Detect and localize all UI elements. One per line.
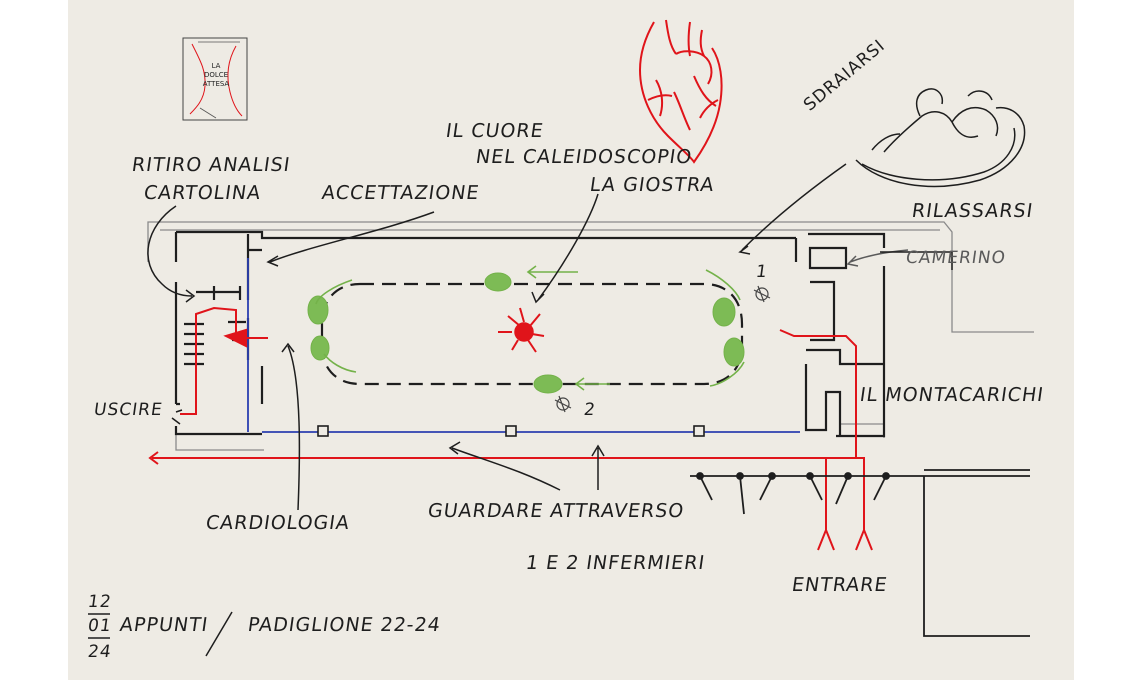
label-guardare-attraverso: GUARDARE ATTRAVERSO — [426, 500, 686, 522]
footer-padiglione: PADIGLIONE 22-24 — [246, 614, 443, 636]
reclining-figure — [855, 88, 1026, 188]
footer-date-year: 24 — [86, 642, 114, 662]
glass-walls — [247, 258, 800, 433]
label-infermieri: 1 e 2 INFERMIERI — [524, 552, 707, 574]
label-la-giostra: LA GIOSTRA — [588, 174, 716, 196]
rotation-arrows — [315, 265, 745, 391]
label-camerino: CAMERINO — [904, 248, 1008, 268]
annotation-leaders — [147, 163, 953, 511]
thumbnail-line-2: DOLCE — [203, 71, 229, 79]
thumbnail-sketch — [182, 37, 248, 121]
label-il-montacarichi: IL MONTACARICHI — [858, 384, 1046, 406]
label-il-cuore: IL CUORE — [444, 120, 546, 142]
thumbnail-label: LA DOLCE ATTESA — [198, 62, 234, 89]
footer-strokes — [88, 611, 233, 657]
label-rilassarsi: RILASSARSI — [910, 200, 1035, 222]
label-cartolina: CARTOLINA — [142, 182, 263, 204]
glass-pillars — [317, 425, 705, 437]
thumbnail-line-1: LA — [211, 62, 221, 70]
footer-appunti: APPUNTI — [118, 614, 210, 636]
label-uscire: USCIRE — [92, 400, 165, 420]
patient-path — [148, 306, 873, 551]
carousel-seats — [307, 272, 745, 394]
label-cardiologia: CARDIOLOGIA — [204, 512, 352, 534]
label-accettazione: ACCETTAZIONE — [320, 182, 481, 204]
footer-date-day: 12 — [86, 592, 114, 612]
label-entrare: ENTRARE — [790, 574, 890, 596]
heart-drawing — [638, 19, 723, 164]
label-ritiro-analisi: RITIRO ANALISI — [130, 154, 292, 176]
entrance-gates — [690, 469, 1030, 637]
footer-date-month: 01 — [86, 616, 114, 636]
nurse-icons — [554, 285, 771, 413]
label-nel-caleidoscopio: NEL CALEIDOSCOPIO — [474, 146, 694, 168]
thumbnail-line-3: ATTESA — [202, 80, 230, 88]
kaleidoscope-center — [498, 307, 545, 353]
